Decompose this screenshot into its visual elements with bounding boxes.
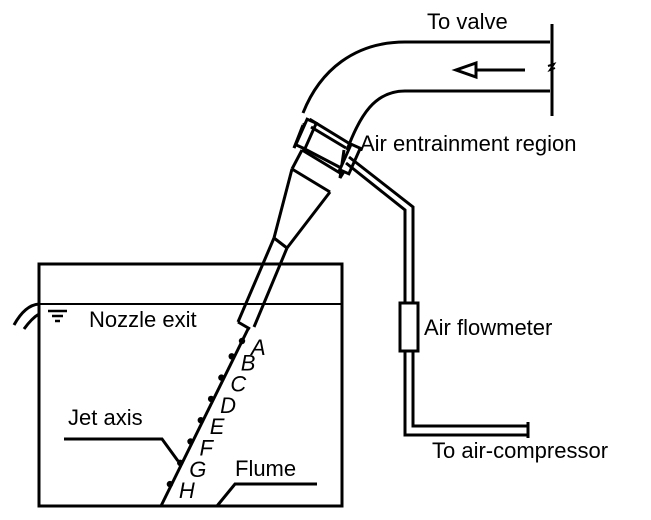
collar-ring-left (293, 117, 319, 151)
cone-bottom-edge (273, 236, 288, 250)
measurement-point-label-c: C (230, 372, 246, 397)
label-to-air-compressor: To air-compressor (432, 438, 608, 463)
inflow-curve-upper (12, 302, 40, 326)
collar-bottom-edge (301, 148, 341, 175)
label-air-flowmeter: Air flowmeter (424, 315, 552, 340)
measurement-point-a (238, 337, 246, 345)
label-jet-axis: Jet axis (68, 405, 143, 430)
flow-arrow-left-icon (451, 60, 525, 80)
label-flume: Flume (235, 456, 296, 481)
measurement-point-g (177, 459, 184, 466)
measurement-point-label-g: G (189, 457, 206, 482)
measurement-point-e (197, 417, 204, 424)
cone-left-wall (272, 168, 294, 239)
pipe-break-icon (547, 24, 557, 116)
label-nozzle-exit: Nozzle exit (89, 307, 197, 332)
measurement-point-label-b: B (241, 350, 256, 375)
measurement-point-b (228, 353, 235, 360)
measurement-point-label-e: E (210, 414, 225, 439)
inflow-curve-lower (22, 312, 40, 330)
label-air-entrainment-region: Air entrainment region (360, 131, 576, 156)
measurement-point-label-a: A (249, 335, 266, 360)
pipe-lower-wall (345, 89, 550, 151)
air-supply-line (345, 155, 530, 438)
measurement-point-f (187, 438, 194, 445)
measurement-point-d (207, 395, 215, 403)
measurement-point-label-f: F (200, 436, 215, 461)
nozzle-left-wall (236, 237, 276, 323)
cone-right-wall (285, 191, 332, 249)
measurement-point-label-d: D (220, 393, 236, 418)
collar-top-edge (310, 125, 347, 150)
flume-tank (37, 262, 344, 508)
label-to-valve: To valve (427, 9, 508, 34)
measurement-point-c (218, 374, 225, 381)
pipe-upper-wall (301, 40, 550, 114)
measurement-point-h (166, 480, 174, 488)
measurement-point-label-h: H (179, 478, 195, 503)
cone-top-edge (291, 167, 331, 194)
nozzle-right-wall (252, 247, 289, 328)
water-surface-icon (48, 309, 67, 323)
jet-axis-leader (64, 437, 180, 462)
cone-left-join (290, 149, 304, 170)
flume-leader (215, 482, 317, 507)
air-flowmeter (398, 301, 420, 353)
